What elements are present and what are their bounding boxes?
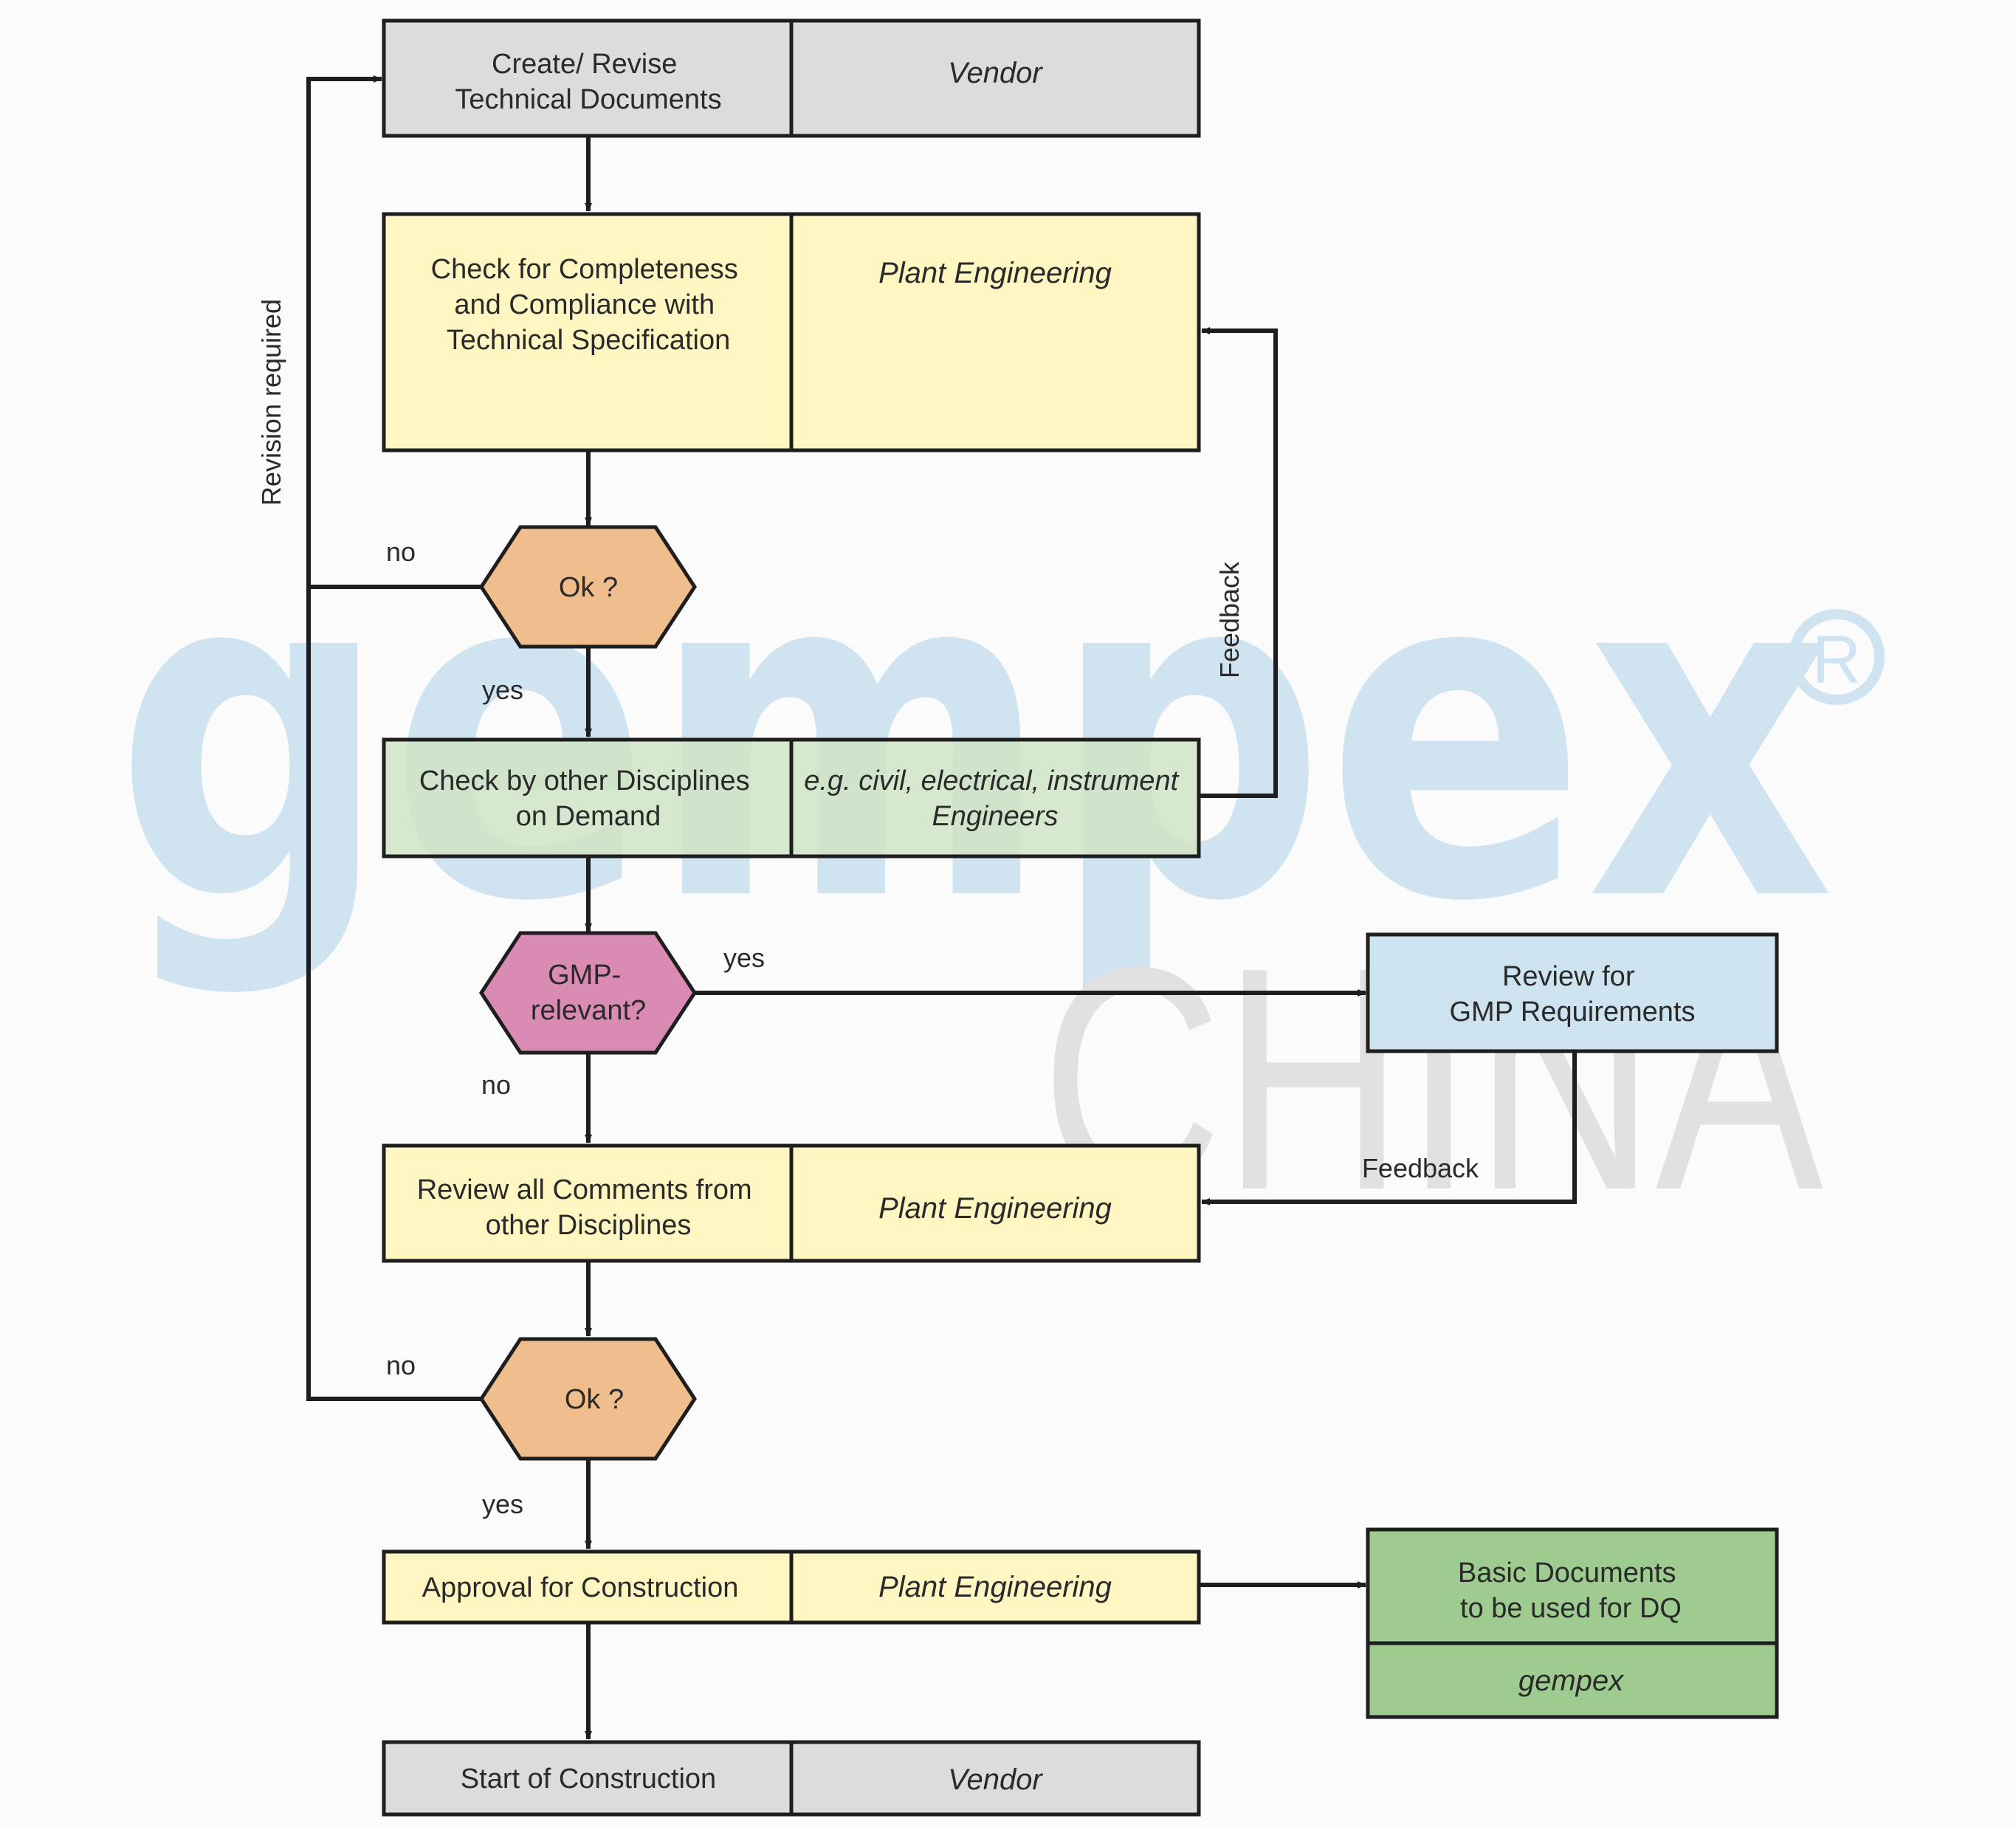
- decision-gmp-relevant: GMP- relevant?: [479, 931, 697, 1055]
- create-role: Vendor: [948, 57, 1043, 89]
- step-other-disciplines: Check by other Disciplines on Demand e.g…: [382, 737, 1201, 859]
- other-role-line-2: Engineers: [932, 801, 1058, 832]
- label-feedback-2: Feedback: [1362, 1153, 1479, 1183]
- svg-text:GMP- relevant?: GMP- relevant?: [531, 960, 646, 1026]
- step-check-completeness: Check for Completeness and Compliance wi…: [382, 212, 1201, 453]
- check-role: Plant Engineering: [878, 257, 1112, 289]
- decision-ok-1: Ok ?: [479, 525, 697, 649]
- review-line-1: Review all Comments from: [417, 1174, 752, 1205]
- step-review-gmp: Review for GMP Requirements: [1366, 932, 1779, 1053]
- other-line-1: Check by other Disciplines: [419, 765, 750, 796]
- step-start-construction: Start of Construction Vendor: [382, 1740, 1201, 1817]
- ok1-label: Ok ?: [559, 572, 618, 603]
- label-revision-required: Revision required: [256, 299, 286, 506]
- label-feedback-1: Feedback: [1214, 561, 1245, 678]
- gmp-line-1: GMP-: [548, 960, 621, 991]
- svg-text:Review for GMP Requireme: Review for GMP Requirements: [1450, 961, 1696, 1028]
- svg-text:Check by other Disciplines: Check by other Disciplines on Demand: [419, 765, 757, 832]
- step-approval: Approval for Construction Plant Engineer…: [382, 1549, 1201, 1625]
- gmp-line-2: relevant?: [531, 995, 646, 1026]
- line-ok2-no: [306, 587, 481, 1401]
- other-line-2: on Demand: [516, 801, 661, 832]
- step-review-comments: Review all Comments from other Disciplin…: [382, 1143, 1201, 1263]
- approval-role: Plant Engineering: [878, 1571, 1112, 1603]
- connectors: [306, 75, 1577, 1740]
- basic-line-1: Basic Documents: [1458, 1558, 1676, 1589]
- decision-ok-2: Ok ?: [479, 1337, 697, 1461]
- arrow-revision-required: [306, 75, 481, 589]
- watermark-brand: gempex: [114, 469, 1834, 1002]
- check-line-3: Technical Specification: [447, 325, 730, 356]
- label-yes-2: yes: [482, 1489, 523, 1519]
- registered-letter: R: [1812, 622, 1861, 698]
- create-line-2: Technical Documents: [455, 84, 721, 115]
- registered-circle: [1789, 609, 1885, 705]
- review-role: Plant Engineering: [878, 1192, 1112, 1225]
- svg-text:Check for Completeness a: Check for Completeness and Compliance wi…: [431, 254, 746, 356]
- arrow-gmp-review-feedback: [1201, 1051, 1577, 1205]
- label-yes-1: yes: [482, 675, 523, 705]
- start-label: Start of Construction: [461, 1764, 716, 1795]
- step-create-revise: Create/ Revise Technical Documents Vendo…: [382, 18, 1201, 138]
- svg-text:e.g. civil, electrical, instru: e.g. civil, electrical, instrument Engin…: [804, 765, 1186, 832]
- ok2-label: Ok ?: [565, 1384, 624, 1415]
- create-line-1: Create/ Revise: [492, 49, 677, 80]
- check-line-1: Check for Completeness: [431, 254, 738, 285]
- step-basic-documents: Basic Documents to be used for DQ gempex: [1366, 1527, 1779, 1719]
- svg-text:Create/ Revise Technical: Create/ Revise Technical Documents: [455, 49, 721, 115]
- approval-label: Approval for Construction: [422, 1572, 739, 1603]
- label-no-gmp: no: [481, 1070, 511, 1100]
- edge-labels: Revision required no yes Feedback yes no…: [256, 299, 1479, 1519]
- basic-line-2: to be used for DQ: [1460, 1593, 1682, 1624]
- review-line-2: other Disciplines: [486, 1210, 692, 1241]
- gmp-review-line-2: GMP Requirements: [1450, 997, 1696, 1028]
- svg-text:Basic Documents to be us: Basic Documents to be used for DQ: [1458, 1558, 1684, 1624]
- svg-text:Review all Comments from: Review all Comments from other Disciplin…: [417, 1174, 760, 1241]
- label-no-2: no: [386, 1350, 416, 1380]
- label-no-1: no: [386, 537, 416, 567]
- basic-role: gempex: [1518, 1665, 1625, 1697]
- other-role-line-1: e.g. civil, electrical, instrument: [804, 765, 1179, 796]
- gmp-review-line-1: Review for: [1502, 961, 1635, 992]
- label-yes-gmp: yes: [723, 943, 765, 973]
- check-line-2: and Compliance with: [454, 289, 715, 320]
- start-role: Vendor: [948, 1764, 1043, 1796]
- arrow-other-feedback: [1199, 327, 1278, 798]
